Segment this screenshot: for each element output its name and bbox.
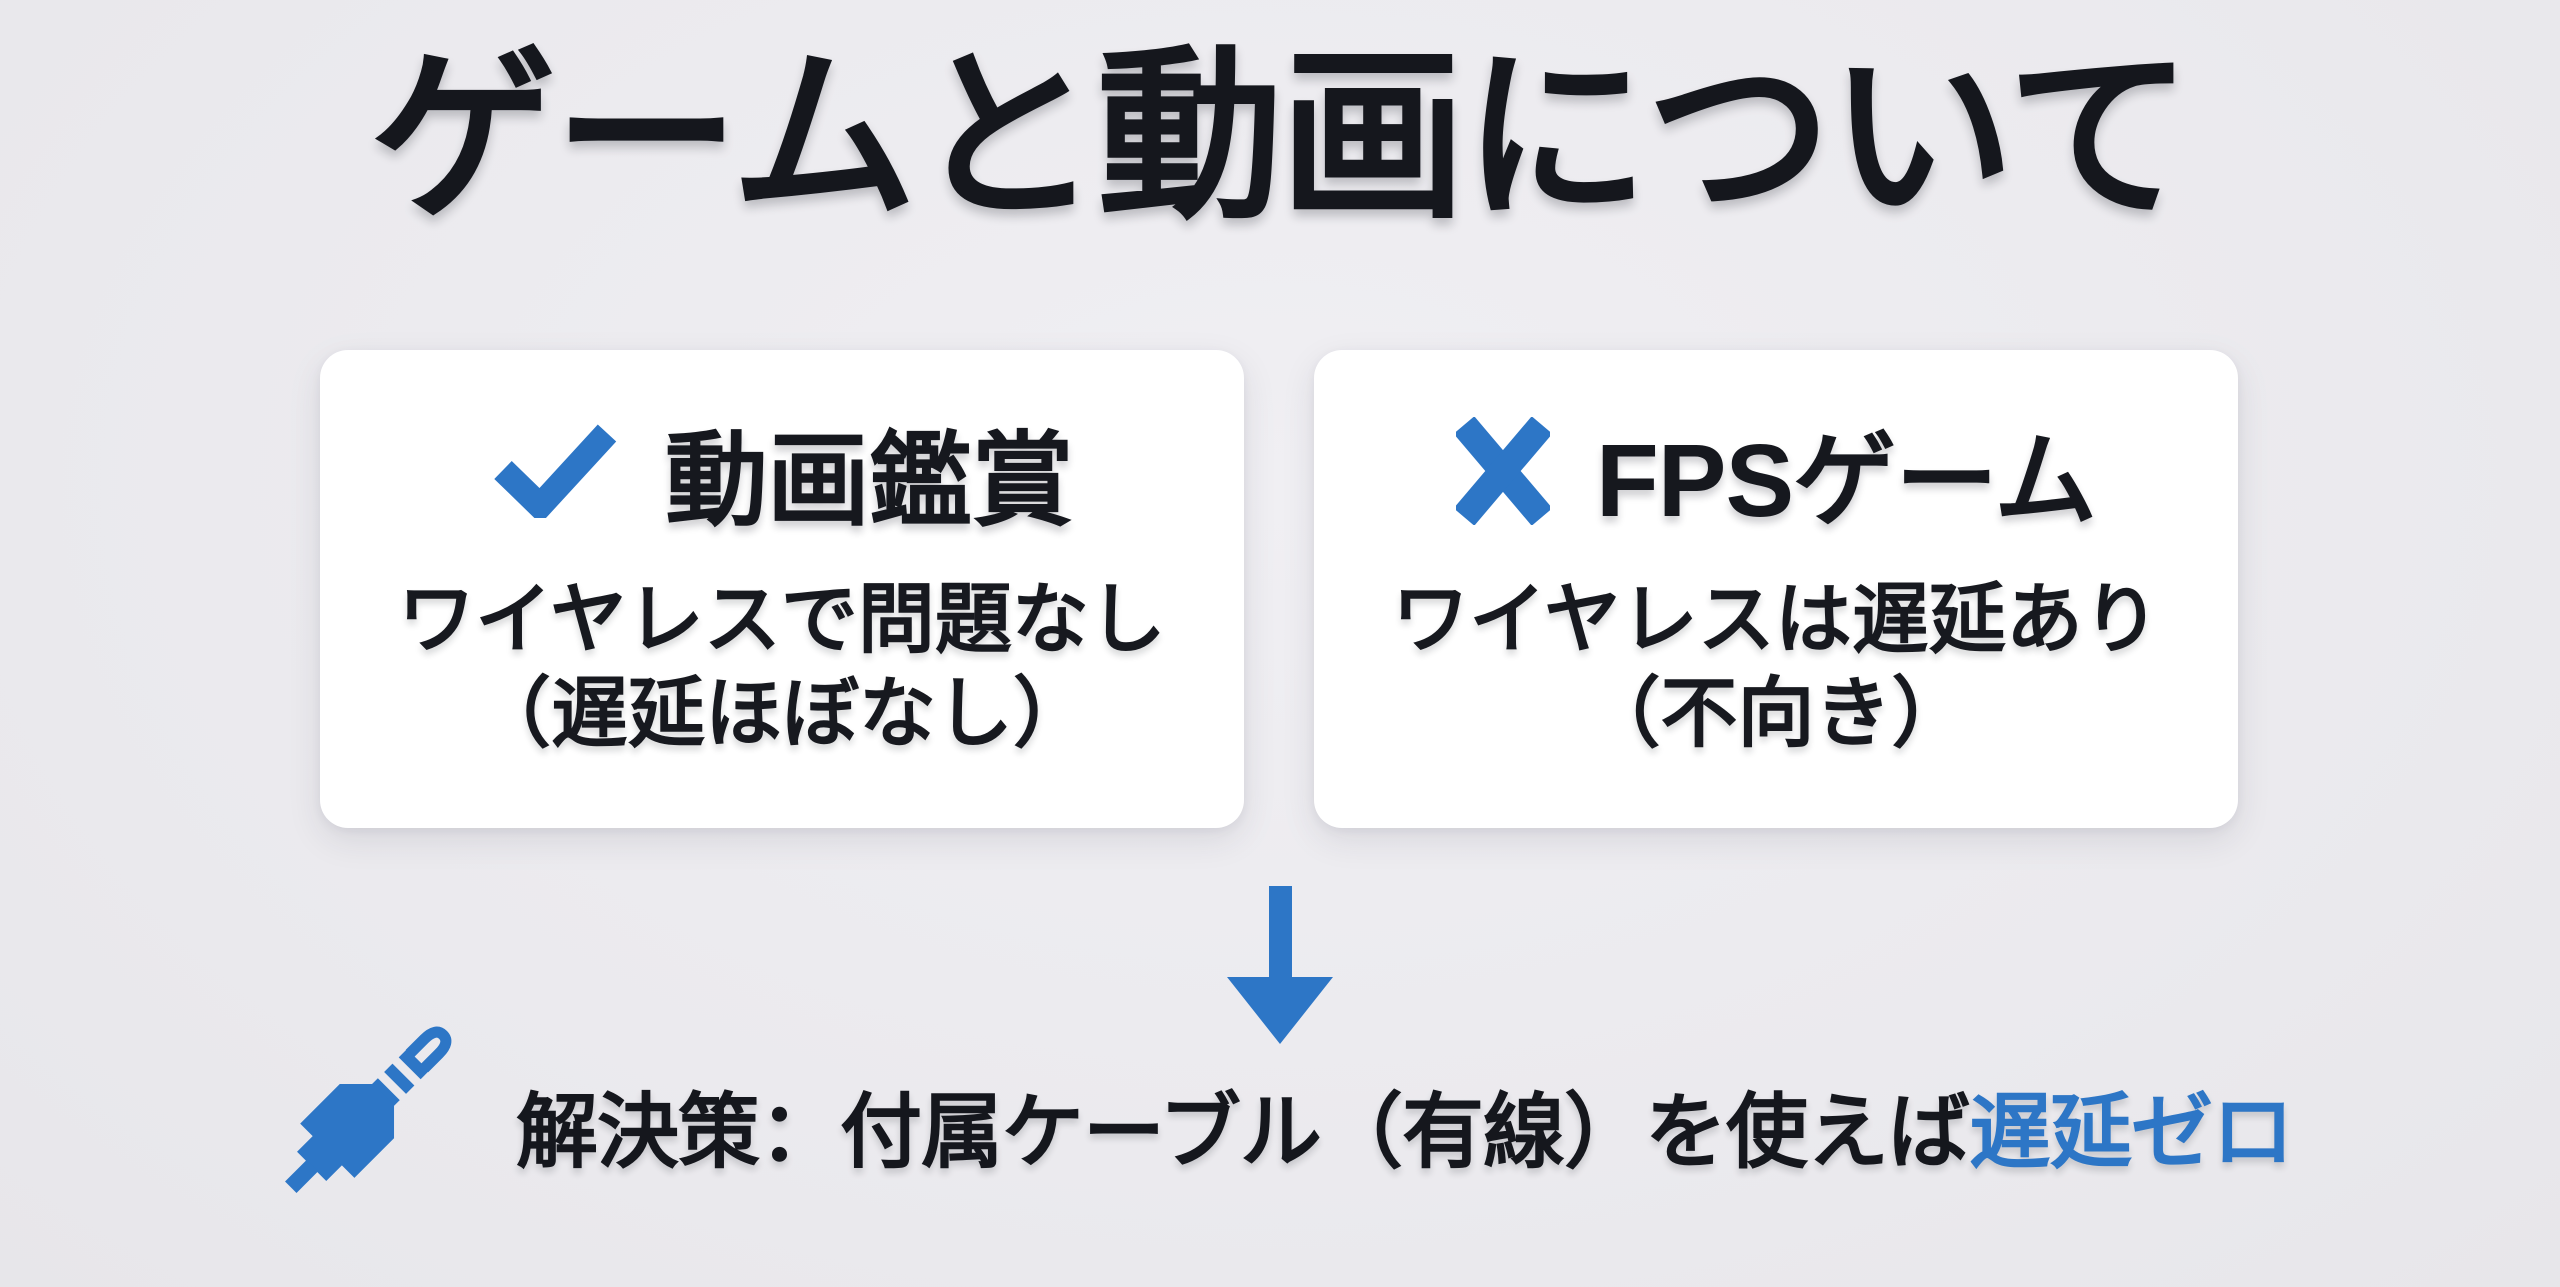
- audio-jack-icon: [267, 1006, 472, 1211]
- comparison-cards: 動画鑑賞 ワイヤレスで問題なし （遅延ほぼなし） FPSゲーム ワイヤレスは遅延…: [320, 350, 2238, 828]
- card-video-line1: ワイヤレスで問題なし: [398, 577, 1166, 663]
- page-title: ゲームと動画について: [370, 34, 2193, 241]
- solution-text-highlight: 遅延ゼロ: [1969, 1087, 2294, 1178]
- card-video-watching: 動画鑑賞 ワイヤレスで問題なし （遅延ほぼなし）: [320, 350, 1244, 828]
- solution-row: 解決策：付属ケーブル（有線）を使えば遅延ゼロ: [0, 1012, 2560, 1237]
- check-icon: [491, 424, 619, 518]
- card-video-heading-row: 動画鑑賞: [491, 412, 1074, 538]
- card-fps-line1: ワイヤレスは遅延あり: [1392, 577, 2160, 663]
- solution-text: 解決策：付属ケーブル（有線）を使えば遅延ゼロ: [515, 1065, 2294, 1184]
- down-arrow-icon: [1227, 886, 1333, 1044]
- solution-text-prefix: 解決策：付属ケーブル（有線）を使えば: [515, 1087, 1970, 1178]
- card-fps-description: ワイヤレスは遅延あり （不向き）: [1392, 574, 2160, 762]
- card-fps-heading-row: FPSゲーム: [1455, 412, 2097, 538]
- card-video-line2: （遅延ほぼなし）: [473, 670, 1090, 757]
- card-fps-games: FPSゲーム ワイヤレスは遅延あり （不向き）: [1314, 350, 2238, 828]
- cross-icon: [1455, 417, 1550, 525]
- card-video-title: 動画鑑賞: [665, 422, 1074, 538]
- card-video-description: ワイヤレスで問題なし （遅延ほぼなし）: [398, 574, 1166, 762]
- card-fps-title: FPSゲーム: [1595, 422, 2097, 538]
- card-fps-line2: （不向き）: [1583, 670, 1969, 757]
